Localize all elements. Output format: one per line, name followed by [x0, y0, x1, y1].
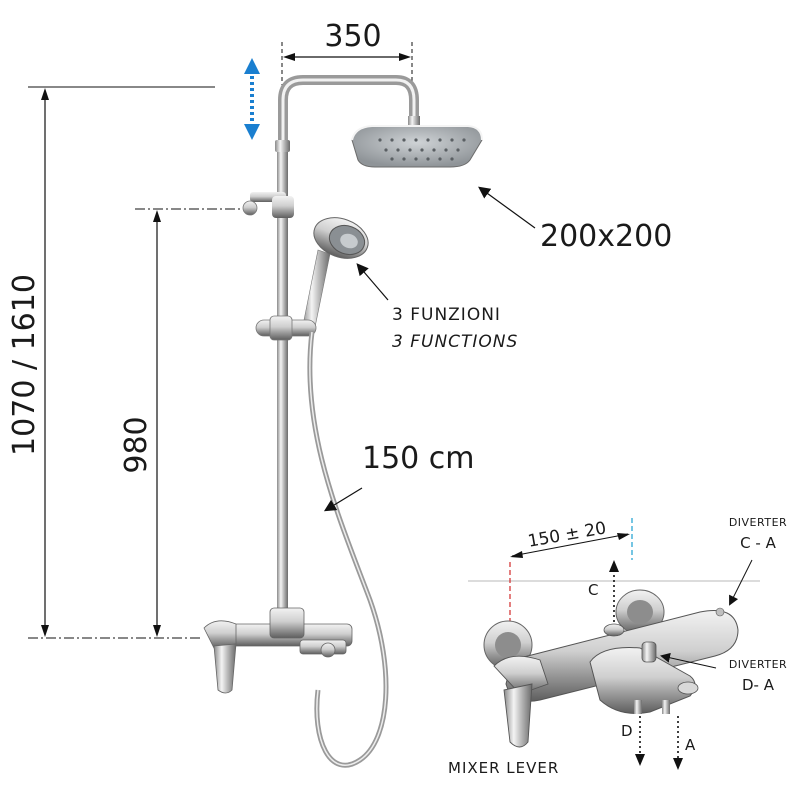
total-height-dimension: 1070 / 1610	[7, 86, 215, 639]
head-size-label: 200x200	[540, 219, 672, 254]
diverter-top-title: DIVERTER	[729, 516, 787, 529]
diverter-bottom-title: DIVERTER	[729, 658, 787, 671]
mixer-spacing-label: 150 ± 20	[526, 518, 607, 551]
overhead-shower-head	[351, 125, 483, 168]
functions-it-label: 3 FUNZIONI	[392, 305, 501, 325]
hand-shower	[301, 217, 369, 333]
wall-bracket	[242, 192, 294, 218]
bath-mixer	[203, 607, 353, 694]
hand-shower-slider	[255, 315, 317, 341]
diverter-bottom-ports: D- A	[742, 676, 775, 694]
mixer-lever-label: MIXER LEVER	[448, 759, 559, 777]
shower-hose	[307, 331, 389, 768]
nozzle-pattern	[378, 138, 466, 161]
slide-height-label: 980	[119, 416, 154, 473]
head-size-callout: 200x200	[478, 186, 672, 254]
slide-height-dimension: 980	[119, 208, 242, 637]
port-d-label: D	[621, 722, 633, 740]
hose-length-callout: 150 cm	[323, 441, 475, 512]
shower-column	[275, 75, 420, 620]
functions-en-label: 3 FUNCTIONS	[392, 332, 518, 352]
height-adjust-arrow	[244, 58, 260, 140]
port-a-label: A	[685, 736, 696, 754]
mixer-detail: 150 ± 20 C D A	[468, 518, 760, 770]
total-height-label: 1070 / 1610	[7, 274, 42, 456]
port-c-label: C	[588, 581, 598, 599]
hose-length-label: 150 cm	[362, 441, 475, 476]
head-span-label: 350	[324, 19, 381, 54]
head-span-dimension: 350	[281, 19, 413, 92]
diverter-top-ports: C - A	[740, 534, 776, 552]
functions-callout: 3 FUNZIONI 3 FUNCTIONS	[356, 263, 518, 352]
